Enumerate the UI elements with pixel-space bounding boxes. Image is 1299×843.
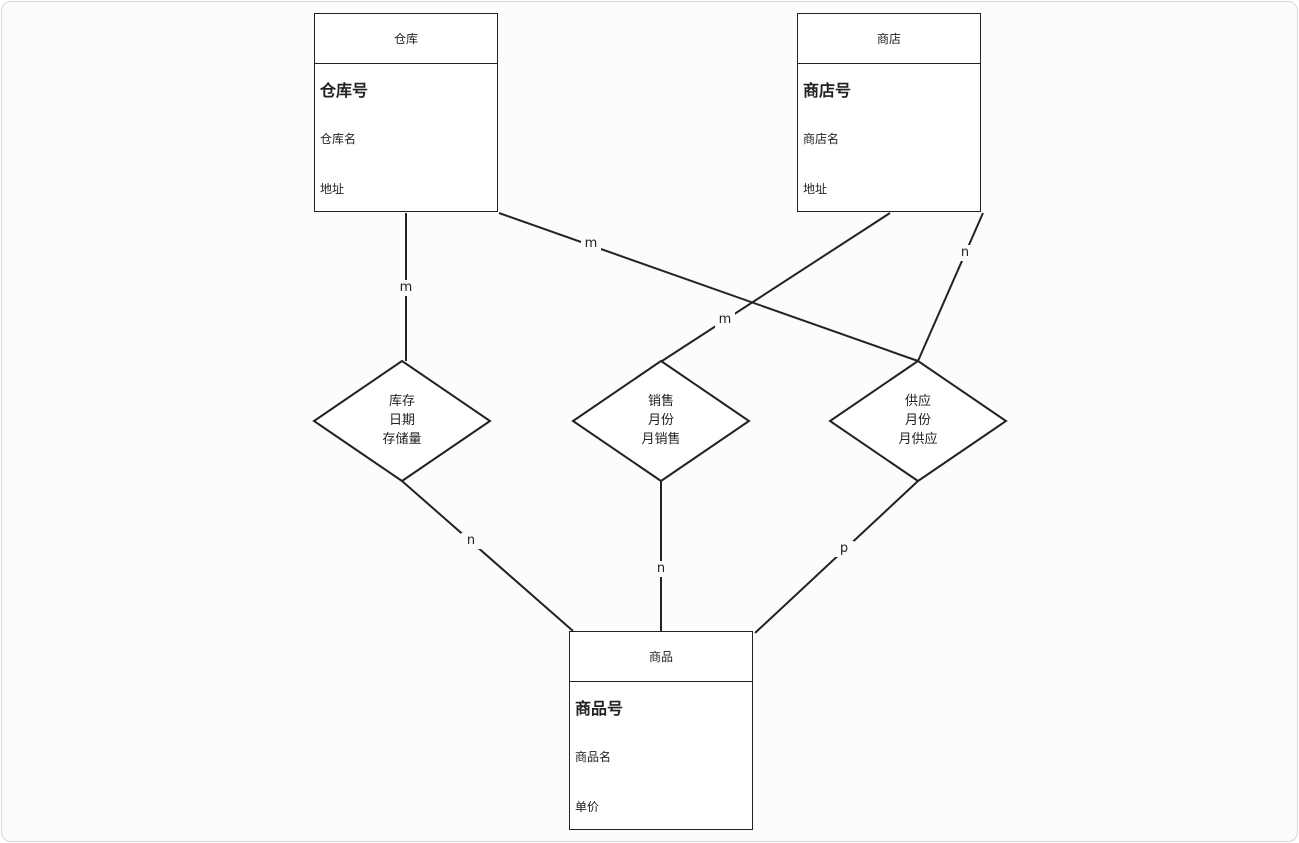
relationship-sales-attr-month: 月份 bbox=[647, 413, 674, 428]
entity-warehouse[interactable]: 仓库 仓库号 仓库名 地址 bbox=[314, 13, 498, 212]
cardinality-store-sales: m bbox=[715, 312, 735, 328]
entity-store-key-attr: 商店号 bbox=[803, 80, 852, 100]
relationship-supply-attr-monthly-supply: 月供应 bbox=[898, 432, 938, 447]
entity-store-attr-name: 商店名 bbox=[803, 131, 840, 146]
entity-product[interactable]: 商品 商品号 商品名 单价 bbox=[569, 631, 753, 830]
entity-store[interactable]: 商店 商店号 商店名 地址 bbox=[797, 13, 981, 212]
entity-warehouse-attr-address: 地址 bbox=[320, 181, 345, 196]
relationship-inventory-label[interactable]: 库存 日期 存储量 bbox=[342, 392, 462, 449]
cardinality-warehouse-inventory: m bbox=[396, 280, 416, 296]
entity-store-title: 商店 bbox=[798, 14, 980, 64]
relationship-supply-diamond bbox=[828, 359, 1008, 483]
relationship-supply-label[interactable]: 供应 月份 月供应 bbox=[858, 392, 978, 449]
entity-store-attr-address: 地址 bbox=[803, 181, 828, 196]
relationship-supply-attr-month: 月份 bbox=[904, 413, 931, 428]
entity-product-key-attr: 商品号 bbox=[575, 698, 624, 718]
entity-product-title: 商品 bbox=[570, 632, 752, 682]
entity-warehouse-title: 仓库 bbox=[315, 14, 497, 64]
entity-warehouse-attr-name: 仓库名 bbox=[320, 131, 357, 146]
relationship-inventory-diamond bbox=[312, 359, 492, 483]
relationship-sales-label[interactable]: 销售 月份 月销售 bbox=[601, 392, 721, 449]
line-store-sales bbox=[661, 212, 891, 362]
entity-product-attr-name: 商品名 bbox=[575, 749, 612, 764]
line-supply-product bbox=[754, 480, 919, 634]
cardinality-supply-product: p bbox=[834, 541, 854, 557]
line-inventory-product bbox=[401, 480, 574, 632]
cardinality-warehouse-supply: m bbox=[581, 236, 601, 252]
cardinality-inventory-product: n bbox=[461, 533, 481, 549]
relationship-sales-name: 销售 bbox=[647, 394, 674, 409]
line-warehouse-supply bbox=[498, 212, 919, 362]
cardinality-store-supply: n bbox=[955, 245, 975, 261]
relationship-sales-attr-monthly-sales: 月销售 bbox=[641, 432, 681, 447]
entity-product-attr-price: 单价 bbox=[575, 799, 600, 814]
line-store-supply bbox=[917, 212, 984, 362]
relationship-supply-name: 供应 bbox=[904, 394, 931, 409]
relationship-sales-diamond bbox=[571, 359, 751, 483]
relationship-inventory-name: 库存 bbox=[388, 394, 415, 409]
entity-warehouse-key-attr: 仓库号 bbox=[320, 80, 369, 100]
relationship-inventory-attr-date: 日期 bbox=[388, 413, 415, 428]
cardinality-sales-product: n bbox=[651, 561, 671, 577]
relationship-inventory-attr-quantity: 存储量 bbox=[382, 432, 422, 447]
